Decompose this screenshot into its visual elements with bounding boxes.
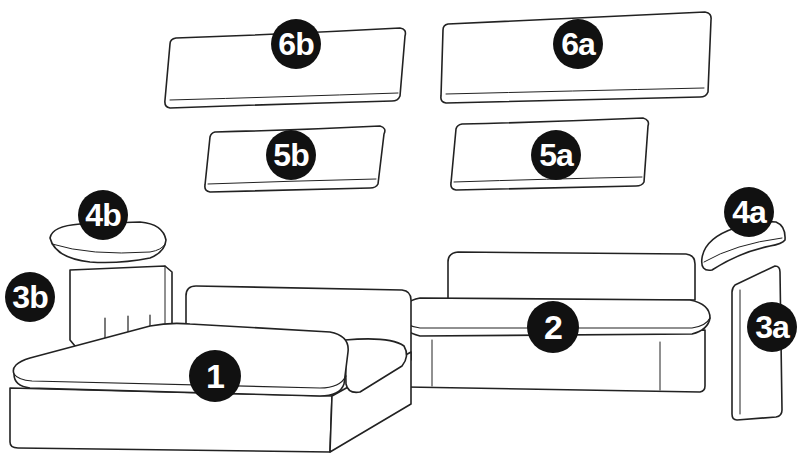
sofa-module-1 xyxy=(10,286,411,452)
callout-number: 3b xyxy=(5,272,55,322)
callout-number: 6a xyxy=(553,19,603,69)
callout-number: 4a xyxy=(724,187,774,237)
callout-number: 6b xyxy=(271,19,321,69)
callout-number: 3a xyxy=(747,302,797,352)
back-cushion-6a xyxy=(441,12,711,103)
callout-number: 1 xyxy=(189,350,241,402)
cushion-5a xyxy=(451,118,649,190)
callout-number: 5a xyxy=(531,130,581,180)
cushion-5b xyxy=(205,126,385,192)
sofa-module-2 xyxy=(400,252,710,392)
callout-number: 2 xyxy=(527,301,579,353)
callout-number: 4b xyxy=(78,190,128,240)
callout-number: 5b xyxy=(266,130,316,180)
